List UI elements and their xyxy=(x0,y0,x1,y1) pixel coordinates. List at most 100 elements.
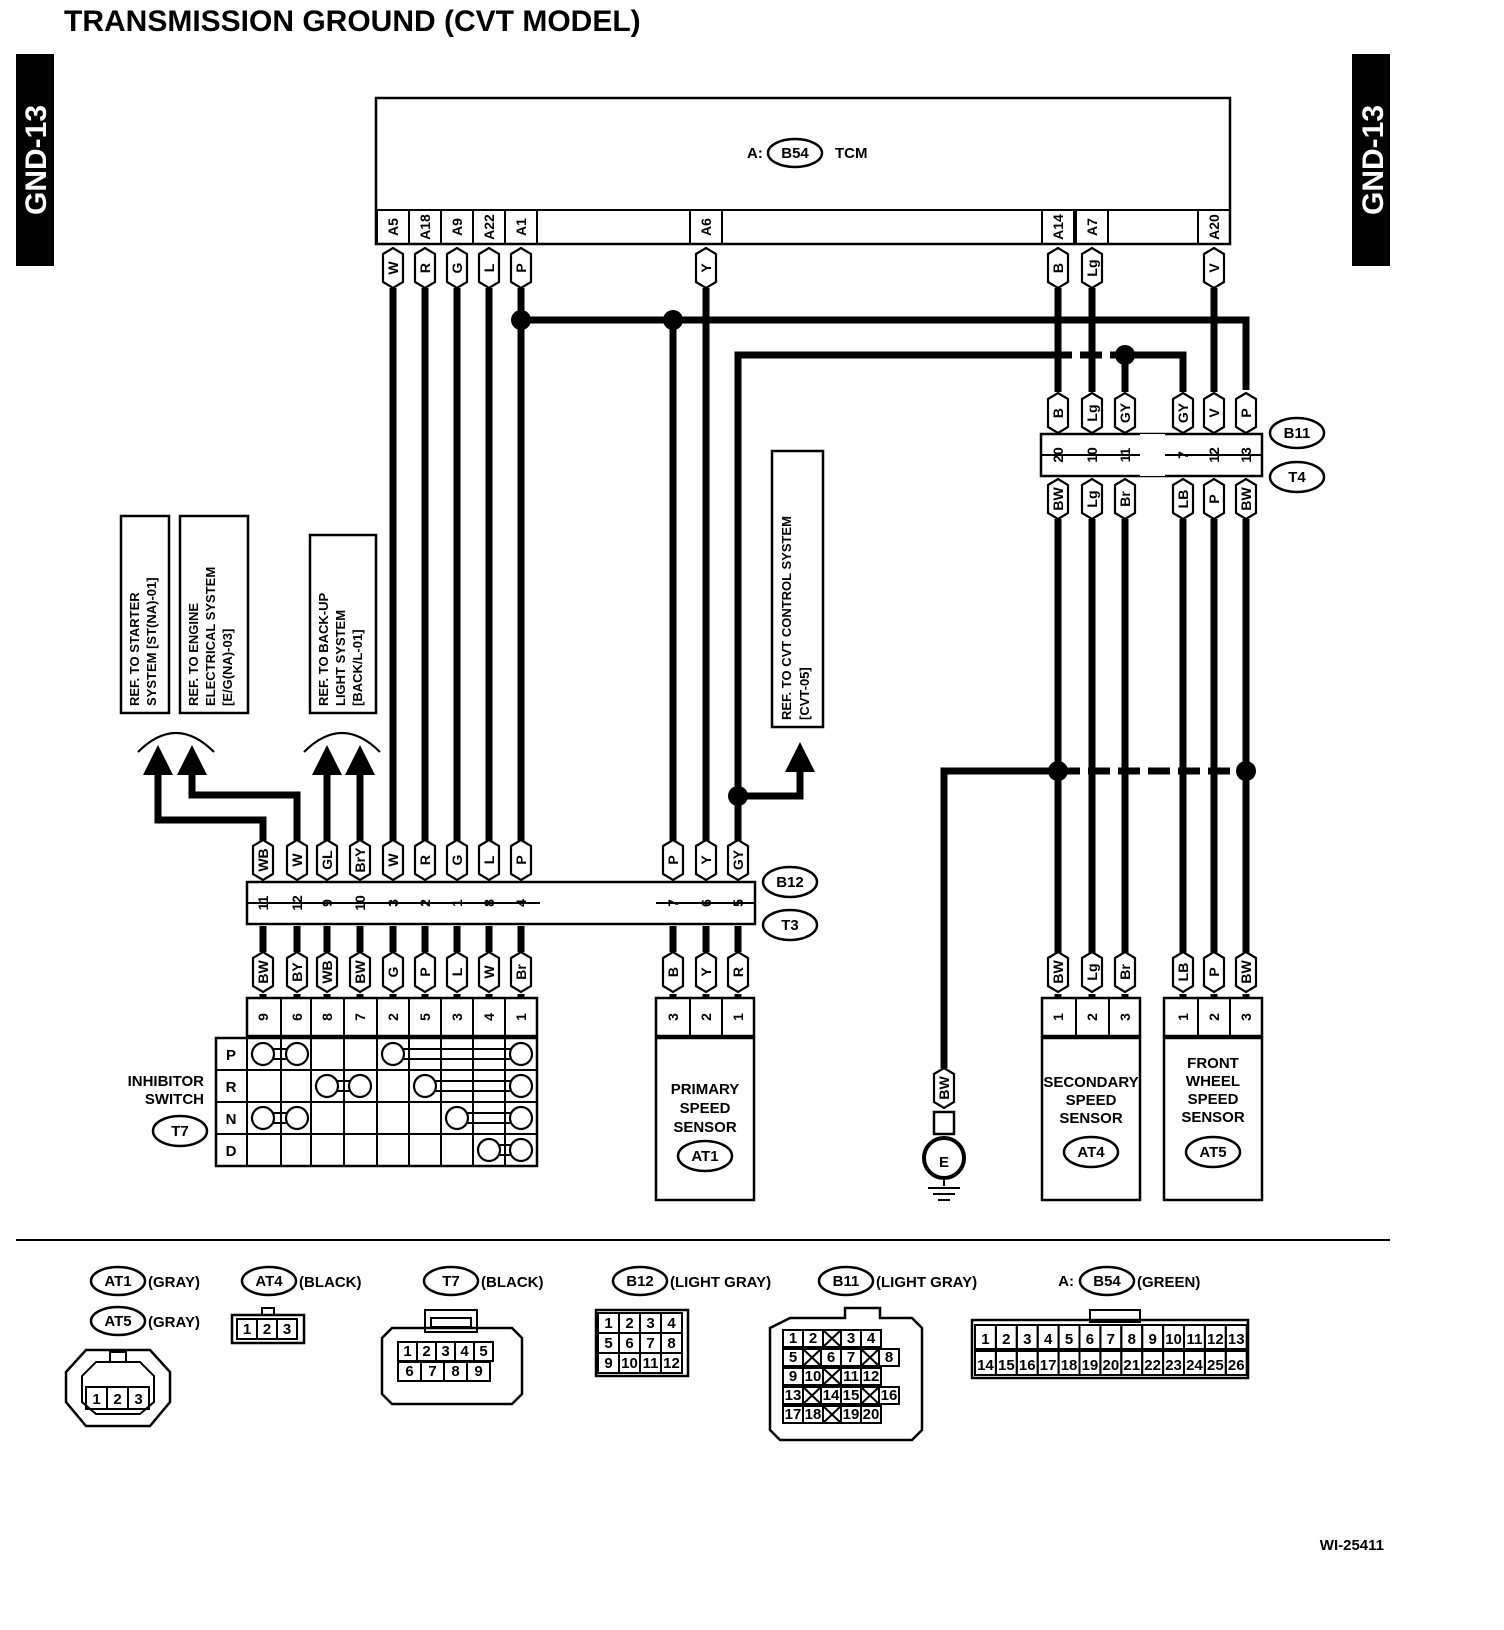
legend-t7-badge xyxy=(422,1265,480,1297)
inhibitor-contact xyxy=(284,1105,310,1131)
b12-bottom-tag-text: WB xyxy=(319,960,335,983)
legend-at1-badge xyxy=(89,1265,147,1297)
legend-b11-cell xyxy=(860,1405,882,1424)
legend-b11-pin: 1 xyxy=(789,1330,797,1347)
tcm-name: TCM xyxy=(835,145,868,162)
b11-bottom-tag-text: Br xyxy=(1117,491,1133,507)
b11-pin: 12 xyxy=(1206,447,1222,463)
legend-at1-pin: 1 xyxy=(92,1391,100,1408)
b12-top-tag-text: P xyxy=(513,855,529,864)
figure-id: WI-25411 xyxy=(1320,1537,1384,1554)
wire-p-trunk xyxy=(521,316,1250,390)
b11-top-tag-text: B xyxy=(1050,408,1066,418)
at1-pin: 2 xyxy=(698,1013,714,1021)
tcm-wire-tag-text: R xyxy=(417,263,433,273)
ref-starter-text: REF. TO STARTER xyxy=(127,592,142,706)
legend-b54-latch xyxy=(1089,1309,1141,1323)
legend-b11-blank-cell xyxy=(822,1405,842,1424)
at1-pin: 1 xyxy=(730,1013,746,1021)
legend-at4-latch xyxy=(261,1307,275,1316)
legend-t7-pin: 1 xyxy=(403,1343,411,1360)
legend-b11-pin: 12 xyxy=(863,1368,880,1385)
legend-b54-color: (GREEN) xyxy=(1137,1274,1200,1291)
b11-bottom-tag xyxy=(1046,477,1070,521)
legend-b54-pin: 4 xyxy=(1044,1331,1053,1348)
at1-badge-label: AT1 xyxy=(691,1148,718,1165)
legend-t7-cell xyxy=(466,1361,491,1382)
b12-top-tag xyxy=(694,838,718,882)
legend-b54-pin: 10 xyxy=(1165,1331,1182,1348)
b12-top-tag xyxy=(285,838,309,882)
primary-speed-sensor-label: PRIMARY xyxy=(671,1081,740,1098)
legend-b54-cell xyxy=(1224,1324,1248,1350)
front-wheel-speed-sensor-wire-tag-text: BW xyxy=(1238,960,1254,984)
b12-bottom-tag-text: P xyxy=(417,967,433,976)
b11-top-tag-text: GY xyxy=(1175,402,1191,423)
legend-b54-pin: 9 xyxy=(1148,1331,1156,1348)
tcm-pin-A5: A5 xyxy=(385,218,401,236)
legend-t7-pin: 7 xyxy=(428,1363,436,1380)
junction-dot xyxy=(1115,345,1135,365)
inhibitor-pin: 2 xyxy=(385,1013,401,1021)
legend-b12-color: (LIGHT GRAY) xyxy=(670,1274,771,1291)
tcm-wire-tag xyxy=(445,246,469,290)
tcm-connector-badge xyxy=(766,137,824,169)
b12-top-tag xyxy=(413,838,437,882)
arrow-up-icon xyxy=(177,745,207,775)
legend-b54-pin: 12 xyxy=(1207,1331,1224,1348)
primary-speed-sensor-label: SPEED xyxy=(680,1100,731,1117)
tcm-pin-A1: A1 xyxy=(513,218,529,236)
arrow-up-icon xyxy=(345,745,375,775)
legend-at4-pin: 2 xyxy=(263,1321,271,1338)
tcm-pin-A22: A22 xyxy=(481,214,497,240)
b12-bottom-tag-text: L xyxy=(449,967,465,976)
legend-b54-pin: 11 xyxy=(1187,1331,1203,1348)
b12-bottom-tag-text: BW xyxy=(255,960,271,984)
wire-w-engine xyxy=(188,770,301,845)
inhibitor-contact xyxy=(412,1073,438,1099)
tcm-wire-tag-text: W xyxy=(385,261,401,275)
inhibitor-contact xyxy=(314,1073,340,1099)
legend-b11-pin: 9 xyxy=(789,1368,797,1385)
inhibitor-contact xyxy=(250,1105,276,1131)
legend-b12-pin: 10 xyxy=(621,1355,638,1372)
legend-b12-pin: 6 xyxy=(625,1335,633,1352)
legend-b11-cell xyxy=(860,1329,882,1348)
legend-at4-badge-label: AT4 xyxy=(255,1273,283,1290)
legend-b12-pin: 12 xyxy=(663,1355,680,1372)
arrow-up-icon xyxy=(785,742,815,772)
b11-t4-gap xyxy=(1140,434,1165,476)
secondary-speed-sensor-badge-label: AT4 xyxy=(1077,1144,1105,1161)
inhibitor-position-label: R xyxy=(226,1079,237,1096)
b12-top-tag-text: BrY xyxy=(352,847,368,873)
front-wheel-speed-sensor-badge xyxy=(1184,1135,1242,1169)
legend-at4-cell xyxy=(276,1318,298,1340)
legend-at1-latch xyxy=(109,1351,127,1363)
legend-b54-cell xyxy=(1224,1350,1248,1376)
b11-pin: 11 xyxy=(1117,447,1133,462)
secondary-speed-sensor-pin-strip xyxy=(1040,996,1142,1038)
tcm-wire-tag-text: P xyxy=(513,263,529,272)
t4-badge-label: T4 xyxy=(1288,469,1306,486)
legend-at5-badge-label: AT5 xyxy=(104,1313,131,1330)
legend-b54-pin: 13 xyxy=(1228,1331,1245,1348)
ref-cvt-box xyxy=(770,449,825,729)
b11-pin: 20 xyxy=(1050,447,1066,463)
t7-badge xyxy=(151,1114,209,1148)
b12-pin: 10 xyxy=(352,895,368,911)
tcm-wire-tag-text: Y xyxy=(698,263,714,273)
ref-engine-box xyxy=(178,514,250,715)
tcm-connector-badge-label: B54 xyxy=(781,145,809,162)
legend-b11-pin: 16 xyxy=(881,1387,898,1404)
ground-wire-tag xyxy=(932,1066,956,1110)
b11-pin: 7 xyxy=(1175,451,1191,459)
secondary-speed-sensor xyxy=(1040,1036,1142,1202)
b11-top-tag-text: V xyxy=(1206,408,1222,418)
legend-b12-badge xyxy=(611,1265,669,1297)
legend-b12-pin: 9 xyxy=(604,1355,612,1372)
ref-backup-text: [BACK/L-01] xyxy=(350,629,365,706)
legend-b11-pin: 11 xyxy=(843,1368,859,1385)
legend-b54-pin: 26 xyxy=(1228,1357,1245,1374)
legend-b54-pin: 21 xyxy=(1123,1357,1140,1374)
